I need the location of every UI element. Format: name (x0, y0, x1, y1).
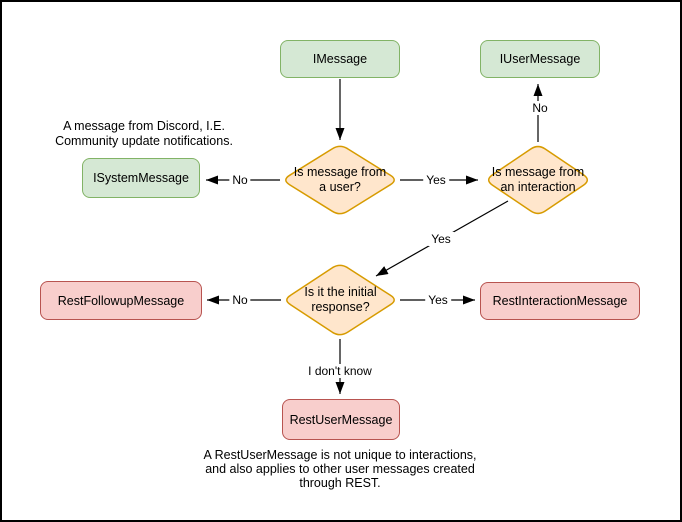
edge-label-i-dont-know: I don't know (305, 364, 375, 378)
annotation-system-message: A message from Discord, I.E. Community u… (34, 119, 254, 149)
node-restinteractionmessage: RestInteractionMessage (480, 282, 640, 320)
edge-label-no: No (229, 293, 251, 307)
annotation-line: Community update notifications. (55, 134, 233, 148)
node-restfollowupmessage: RestFollowupMessage (40, 281, 202, 320)
annotation-line: and also applies to other user messages … (205, 462, 475, 476)
annotation-line: A RestUserMessage is not unique to inter… (203, 448, 477, 462)
diamond-is-message-from-user (285, 145, 395, 215)
annotation-line: A message from Discord, I.E. (63, 119, 225, 133)
edge-label-yes: Yes (428, 232, 454, 246)
annotation-line: through REST. (299, 476, 381, 490)
edge-label-no: No (529, 101, 551, 115)
node-restusermessage: RestUserMessage (282, 399, 400, 440)
diamond-is-message-from-interaction (487, 145, 589, 215)
node-imessage: IMessage (280, 40, 400, 78)
diamond-is-initial-response (286, 264, 395, 336)
edge-label-yes: Yes (423, 173, 449, 187)
annotation-rest-user-message: A RestUserMessage is not unique to inter… (175, 448, 505, 490)
edge-label-yes: Yes (425, 293, 451, 307)
node-iusermessage: IUserMessage (480, 40, 600, 78)
edge-label-no: No (229, 173, 251, 187)
node-isystemmessage: ISystemMessage (82, 158, 200, 198)
